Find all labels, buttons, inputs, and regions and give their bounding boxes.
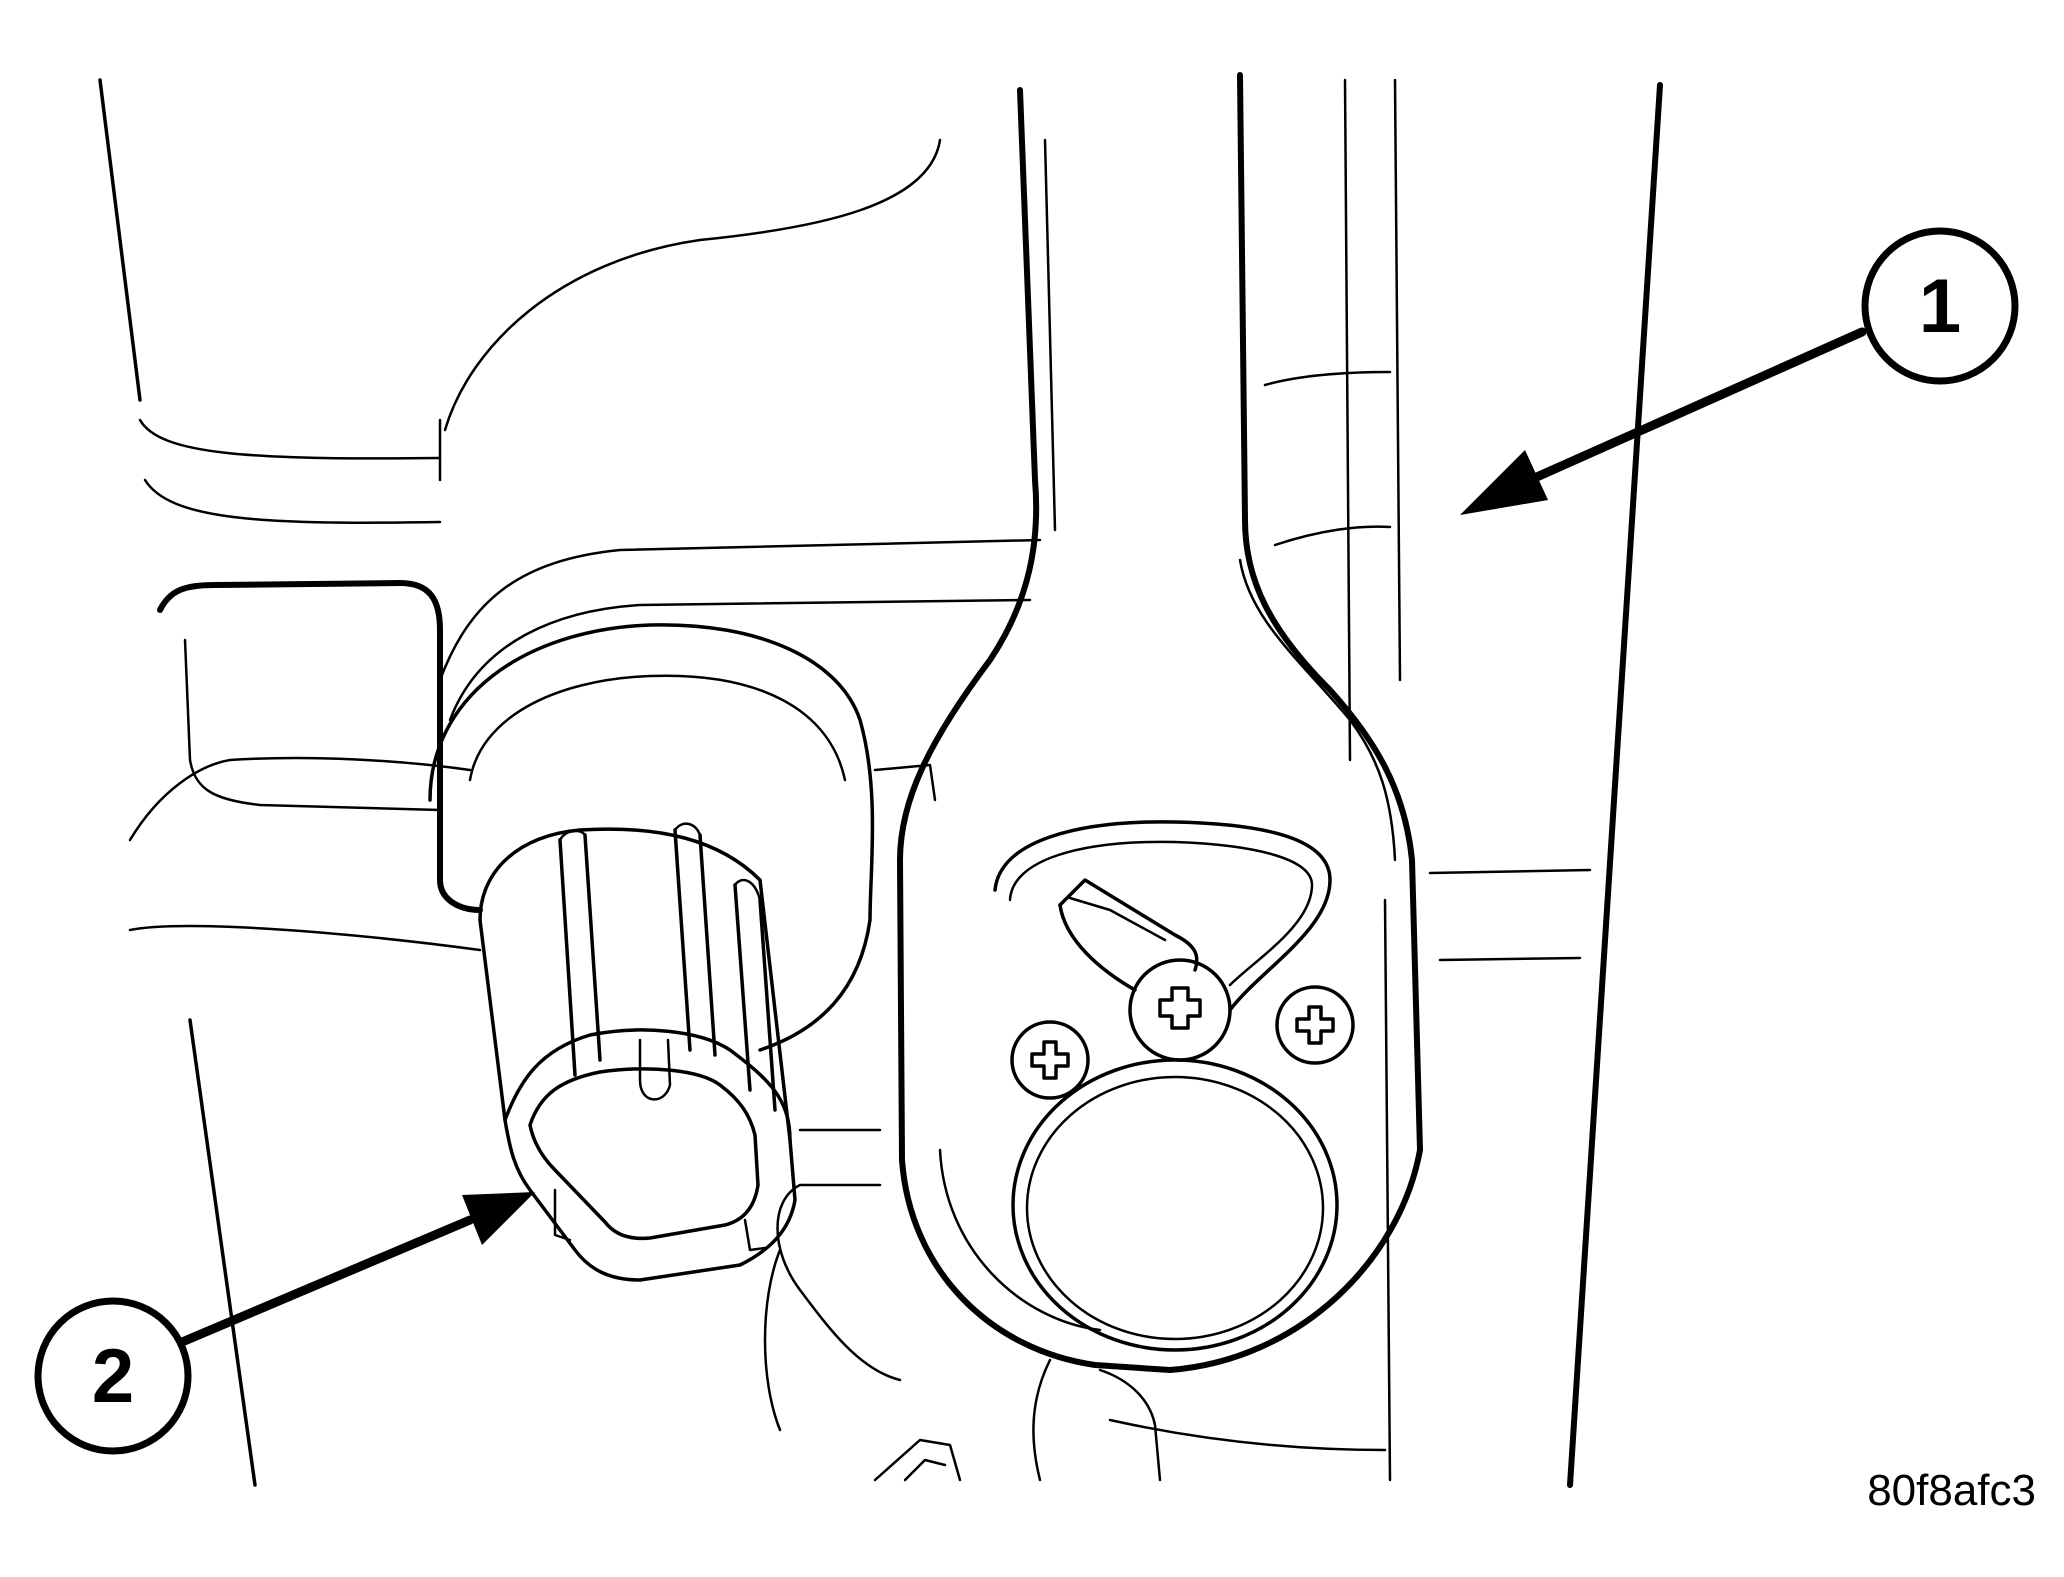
- callout-1-arrow: [1460, 327, 1867, 515]
- callout-2: 2: [34, 1297, 192, 1455]
- electrical-connector: [478, 822, 797, 1282]
- left-body-outline: [98, 78, 942, 1487]
- callout-1-number: 1: [1919, 264, 1961, 349]
- sensor-housing: [157, 538, 1042, 1432]
- callout-2-arrow: [170, 1192, 535, 1350]
- image-code: 80f8afc3: [1867, 1466, 2036, 1515]
- right-body-outline: [873, 78, 1663, 1488]
- callout-1: 1: [1861, 227, 2019, 385]
- callout-2-number: 2: [92, 1334, 134, 1419]
- ratchet-wrench: [897, 72, 1423, 1373]
